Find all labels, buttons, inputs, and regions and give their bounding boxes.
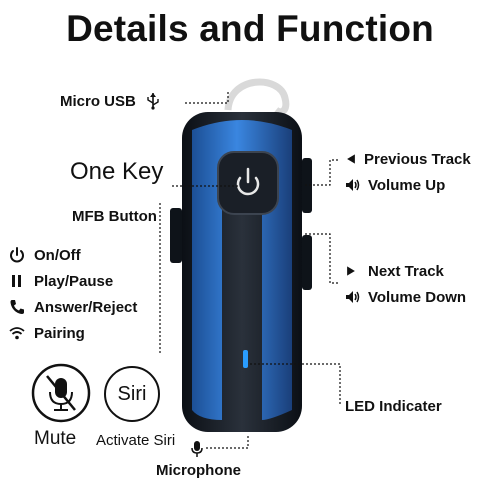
- led-line: [250, 363, 341, 406]
- mute-microphone-icon: [31, 363, 91, 423]
- usb-icon: [147, 93, 159, 110]
- previous-track-label: Previous Track: [364, 150, 471, 168]
- led-indicator-label: LED Indicater: [345, 398, 442, 415]
- page-title: Details and Function: [66, 8, 434, 49]
- volume-down-icon: [346, 291, 360, 303]
- next-track-item: Next Track: [344, 258, 466, 284]
- function-item: Pairing: [8, 320, 137, 346]
- wifi-icon: [9, 327, 25, 340]
- right-top-callout: Previous Track Volume Up: [344, 146, 471, 198]
- volume-down-label: Volume Down: [368, 288, 467, 306]
- micro-usb-callout: Micro USB: [60, 92, 162, 110]
- power-icon: [10, 247, 24, 263]
- volume-up-label: Volume Up: [368, 176, 446, 194]
- micro-usb-line: [185, 92, 229, 104]
- play-pause-icon: [12, 275, 21, 287]
- phone-icon: [10, 300, 24, 314]
- right-bottom-callout: Next Track Volume Down: [344, 258, 466, 310]
- on-off-label: On/Off: [34, 246, 81, 264]
- previous-track-icon: [347, 154, 355, 164]
- answer-reject-label: Answer/Reject: [34, 298, 138, 316]
- volume-down-line: [305, 233, 340, 284]
- microphone-icon: [191, 441, 203, 457]
- headset-illustration: [170, 78, 312, 432]
- volume-up-line: [305, 159, 340, 186]
- next-track-icon: [347, 266, 355, 276]
- microphone-label: Microphone: [156, 462, 241, 479]
- function-item: On/Off: [8, 242, 137, 268]
- mute-label: Mute: [34, 428, 77, 449]
- mfb-side-button[interactable]: [170, 208, 182, 263]
- activate-siri-label: Activate Siri: [96, 432, 176, 449]
- ear-hook: [224, 78, 290, 116]
- volume-up-icon: [346, 179, 360, 191]
- function-item: Answer/Reject: [8, 294, 137, 320]
- function-item: Play/Pause: [8, 268, 137, 294]
- mfb-button-label: MFB Button: [72, 208, 157, 225]
- play-pause-label: Play/Pause: [34, 272, 114, 290]
- next-track-label: Next Track: [368, 262, 444, 280]
- function-list: On/Off Play/Pause Answer/Reject Pairing: [8, 242, 137, 346]
- previous-track-item: Previous Track: [344, 146, 471, 172]
- pairing-label: Pairing: [34, 324, 85, 342]
- microphone-line: [205, 436, 249, 449]
- siri-icon: Siri: [104, 366, 160, 422]
- one-key-label: One Key: [70, 158, 164, 185]
- volume-down-item: Volume Down: [344, 284, 466, 310]
- volume-down-button[interactable]: [302, 235, 312, 290]
- led-light: [243, 350, 248, 368]
- volume-up-item: Volume Up: [344, 172, 471, 198]
- micro-usb-label: Micro USB: [60, 92, 136, 110]
- power-glyph: [236, 167, 260, 196]
- siri-badge-text: Siri: [117, 382, 147, 405]
